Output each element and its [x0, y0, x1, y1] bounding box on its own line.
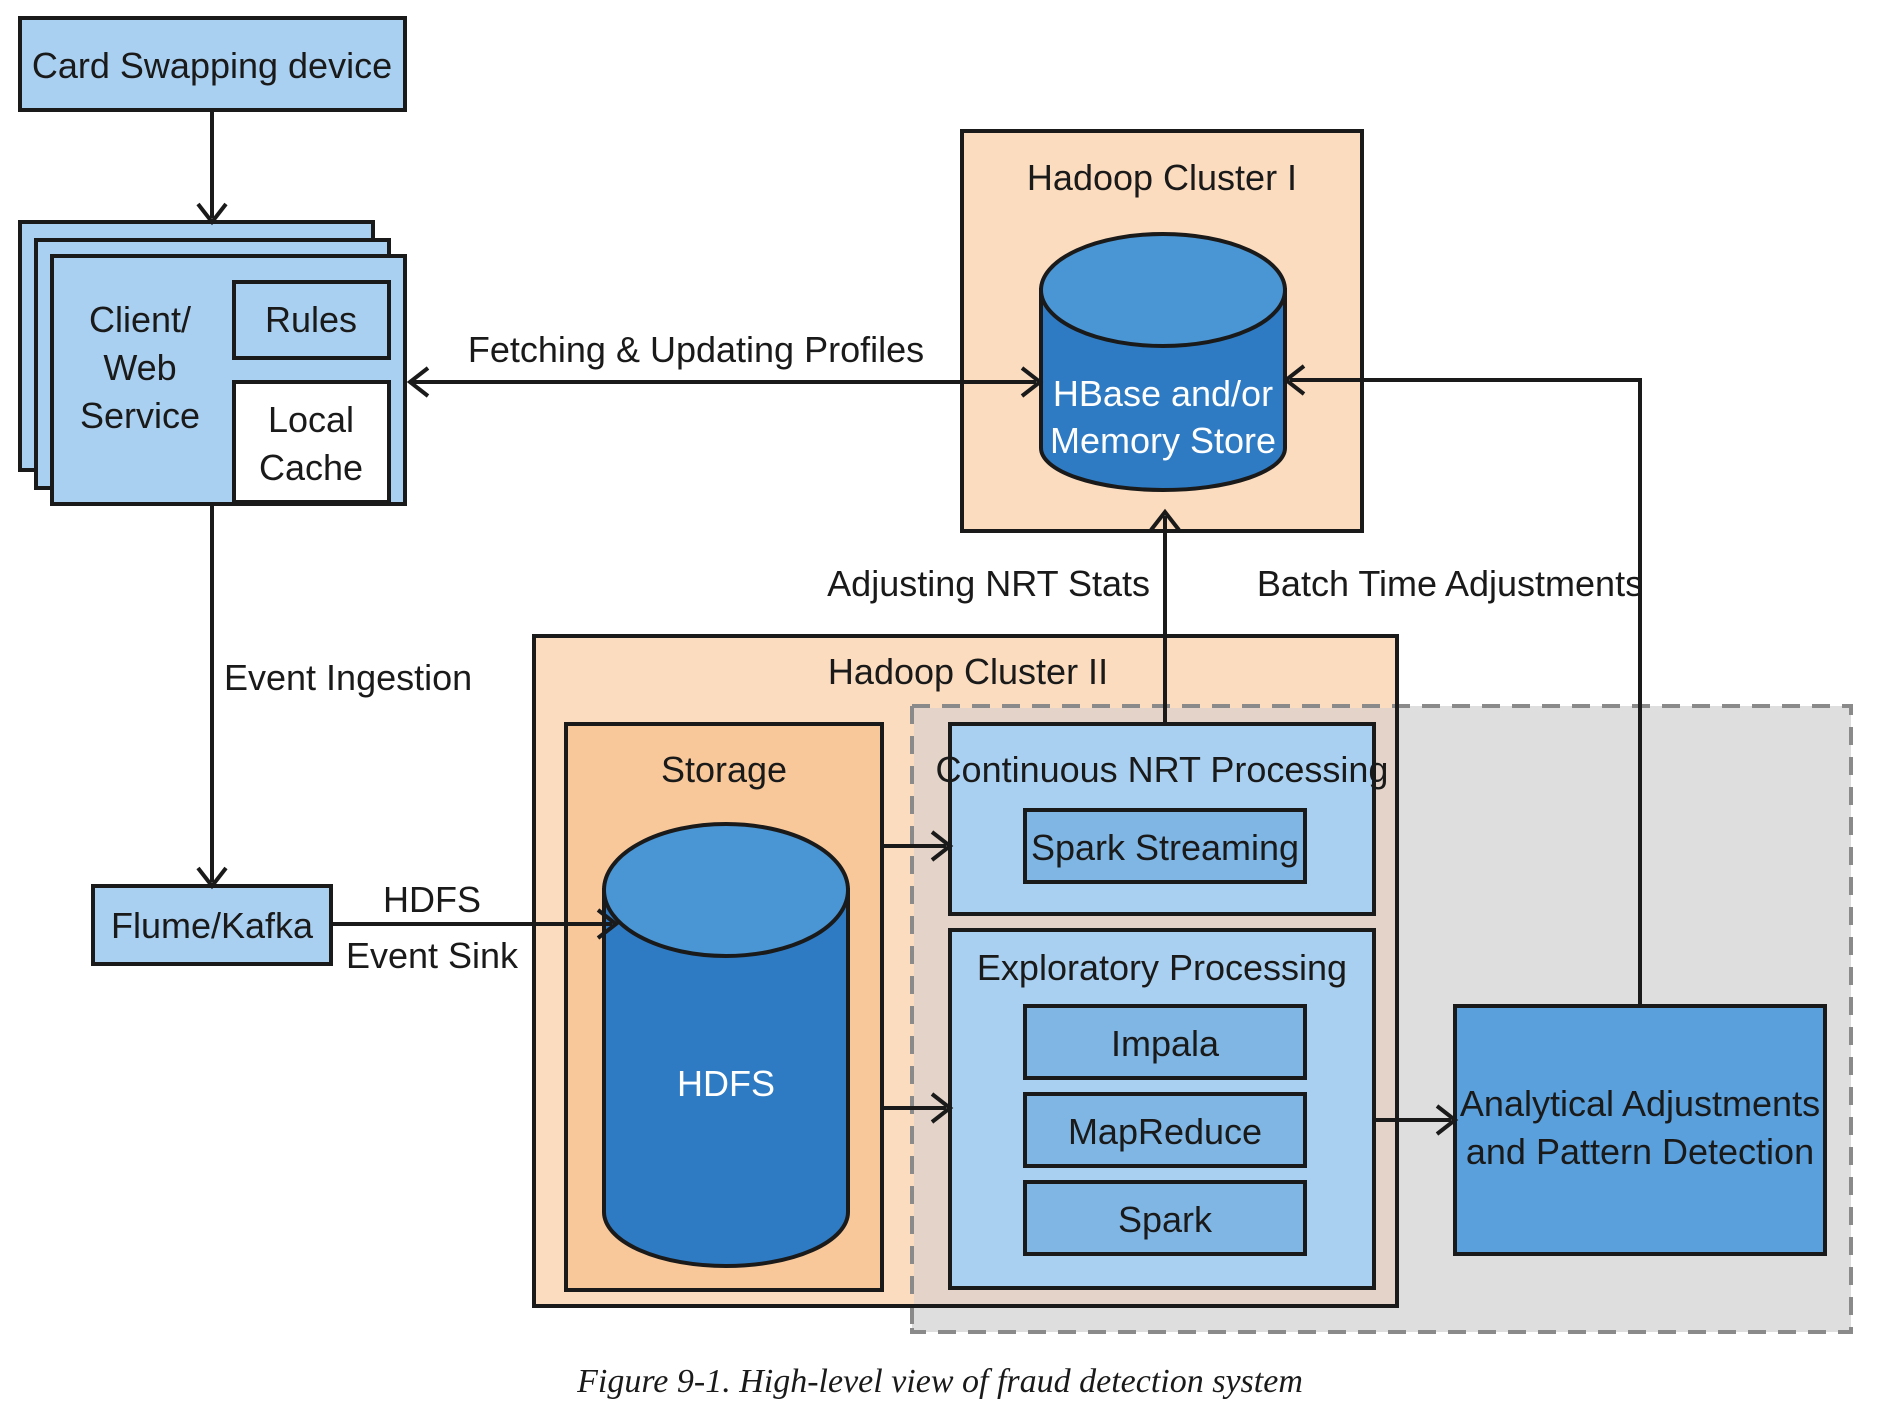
impala-box — [1023, 1004, 1307, 1080]
rules-box — [232, 280, 391, 360]
storage-label: Storage — [661, 749, 787, 790]
client-web-service-line3: Service — [80, 395, 200, 436]
arrow-client-hbase — [406, 366, 1044, 398]
client-web-service-line1: Client/ — [89, 299, 191, 340]
hbase-store-label-line2: Memory Store — [1050, 420, 1276, 461]
analytical-adjustments-line1: Analytical Adjustments — [1460, 1083, 1820, 1124]
analytical-adjustments-box — [1453, 1004, 1827, 1256]
hdfs-event-sink-line2: Event Sink — [346, 935, 519, 976]
hadoop-cluster-2-label: Hadoop Cluster II — [828, 651, 1108, 692]
local-cache-line2: Cache — [259, 447, 363, 488]
card-swapping-device-label: Card Swapping device — [32, 45, 392, 86]
hbase-store-label-line1: HBase and/or — [1053, 373, 1273, 414]
arrow-storage-to-exploratory — [882, 1092, 954, 1124]
spark-streaming-box — [1023, 808, 1307, 884]
mapreduce-box — [1023, 1092, 1307, 1168]
batch-time-label: Batch Time Adjustments — [1257, 563, 1643, 604]
arrow-exploratory-to-analytical — [1374, 1104, 1459, 1136]
hadoop-cluster-1-label: Hadoop Cluster I — [1027, 157, 1297, 198]
hdfs-cylinder — [602, 822, 850, 1268]
continuous-nrt-label: Continuous NRT Processing — [936, 749, 1389, 790]
exploratory-label: Exploratory Processing — [977, 947, 1347, 988]
arrow-flume-to-hdfs — [331, 908, 620, 940]
figure-caption: Figure 9-1. High-level view of fraud det… — [576, 1363, 1303, 1400]
analytical-adjustments-line2: and Pattern Detection — [1466, 1131, 1814, 1172]
flume-kafka-box — [91, 884, 333, 966]
arrow-nrt-to-hbase — [1149, 508, 1181, 724]
event-ingestion-label: Event Ingestion — [224, 657, 472, 698]
hdfs-event-sink-line1: HDFS — [383, 879, 481, 920]
hbase-store-cylinder — [1039, 232, 1287, 492]
card-swapping-device-box — [18, 16, 407, 112]
arrow-storage-to-nrt — [882, 830, 954, 862]
rules-label: Rules — [265, 299, 357, 340]
local-cache-box — [232, 380, 391, 504]
arrow-client-to-flume — [196, 504, 228, 890]
flume-kafka-label: Flume/Kafka — [111, 905, 314, 946]
arrow-card-to-client — [196, 110, 228, 226]
fetching-profiles-label: Fetching & Updating Profiles — [468, 329, 924, 370]
mapreduce-label: MapReduce — [1068, 1111, 1262, 1152]
adjusting-nrt-label: Adjusting NRT Stats — [827, 563, 1150, 604]
spark-box — [1023, 1180, 1307, 1256]
hdfs-cylinder-label: HDFS — [677, 1063, 775, 1104]
spark-label: Spark — [1118, 1199, 1213, 1240]
arrow-analytical-to-hbase — [1282, 364, 1642, 1006]
spark-streaming-label: Spark Streaming — [1031, 827, 1299, 868]
impala-label: Impala — [1111, 1023, 1220, 1064]
client-web-service-line2: Web — [103, 347, 176, 388]
local-cache-line1: Local — [268, 399, 354, 440]
